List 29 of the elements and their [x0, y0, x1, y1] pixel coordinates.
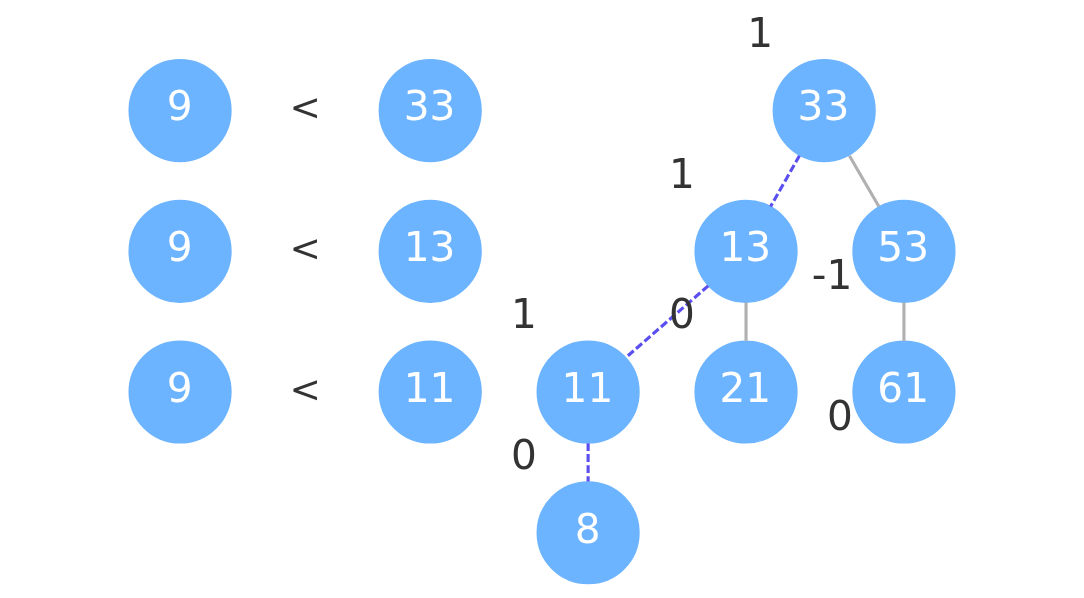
label: <	[289, 226, 321, 271]
node-label: 1	[511, 290, 537, 339]
node-label: -1	[811, 251, 853, 300]
node-circle: 11	[378, 340, 482, 444]
connector	[902, 302, 906, 341]
node-circle: 13	[378, 199, 482, 303]
node-label: 1	[747, 8, 774, 57]
node-label: 0	[669, 290, 695, 339]
node-circle: 21	[694, 340, 798, 444]
connector	[744, 302, 748, 341]
node-circle: 53	[852, 199, 956, 303]
node-label: 0	[826, 392, 853, 441]
connector	[769, 154, 801, 208]
node-circle: 9	[128, 340, 232, 444]
node-circle: 8	[536, 481, 640, 585]
node-circle: 9	[128, 199, 232, 303]
node-circle: 13	[694, 199, 798, 303]
node-label: 1	[669, 149, 695, 198]
label: <	[289, 85, 321, 130]
node-label: 0	[511, 431, 537, 480]
connector	[625, 284, 710, 359]
connector	[586, 443, 590, 482]
connector	[848, 154, 881, 208]
node-circle: 9	[128, 59, 232, 163]
node-circle: 11	[536, 340, 640, 444]
node-circle: 61	[852, 340, 956, 444]
node-circle: 33	[378, 59, 482, 163]
node-circle: 33	[772, 59, 876, 163]
label: <	[289, 366, 321, 411]
